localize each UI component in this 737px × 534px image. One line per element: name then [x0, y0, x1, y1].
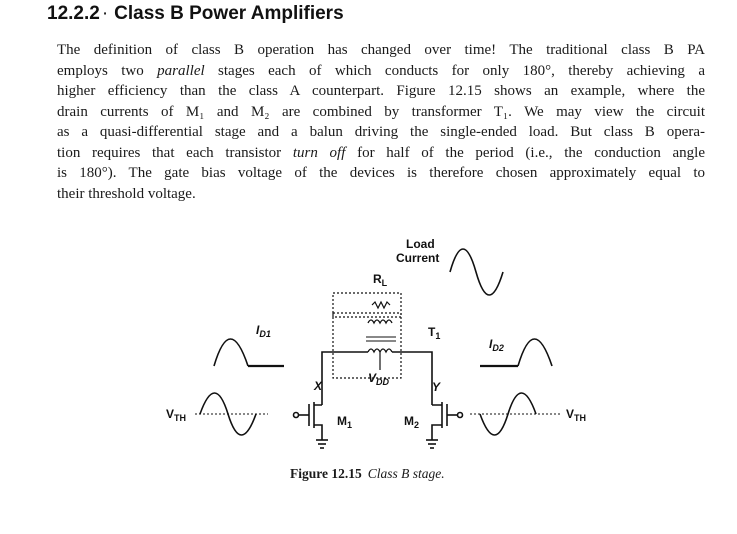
- transformer-secondary-coil: [367, 319, 393, 325]
- vdd-label: VDD: [368, 371, 390, 387]
- paragraph-line: as a quasi-differential stage and a balu…: [57, 124, 705, 140]
- m1-drain-source: [314, 404, 323, 440]
- paragraph-line: tion requires that each transistor turn …: [57, 143, 705, 164]
- m1-gate-terminal: [292, 411, 300, 419]
- m2-drain-source: [431, 404, 442, 440]
- id1-label-sub: D1: [259, 329, 271, 339]
- load-current-waveform: [449, 248, 504, 296]
- body-paragraph: The definition of class B operation has …: [57, 40, 705, 204]
- vth-left-label: VTH: [166, 407, 186, 423]
- paragraph-line: employs two parallel stages each of whic…: [57, 61, 705, 82]
- primary-right-wire: [392, 351, 433, 405]
- text-run: employs two: [57, 62, 158, 79]
- id1-label-main: I: [256, 323, 260, 337]
- caption-text: Class B stage.: [367, 466, 445, 481]
- figure-caption: Figure 12.15 Class B stage.: [290, 466, 445, 482]
- paragraph-line: is 180°). The gate bias voltage of the d…: [57, 165, 705, 181]
- vth-right-label: VTH: [566, 407, 586, 423]
- id2-label-main: I: [489, 337, 493, 351]
- load-current-label-line1: Load: [406, 237, 435, 251]
- load-resistor-zigzag: [371, 300, 391, 310]
- m2-label-main: M: [404, 414, 414, 428]
- rl-label-sub: L: [382, 278, 388, 288]
- load-resistor-box: [332, 292, 402, 318]
- paragraph-line: their threshold voltage.: [57, 185, 196, 202]
- m2-gate-terminal: [456, 411, 464, 419]
- load-current-label-line2: Current: [396, 251, 439, 265]
- vth-right-sub: TH: [574, 413, 586, 423]
- primary-left-wire: [321, 351, 368, 405]
- emphasis-text: turn off: [292, 144, 346, 161]
- transformer-primary-coil: [367, 348, 393, 354]
- paragraph-line: The definition of class B operation has …: [57, 42, 705, 58]
- emphasis-text: parallel: [157, 62, 205, 79]
- text-run: stages each of which conducts for only 1…: [204, 62, 705, 79]
- id2-waveform: [517, 338, 553, 367]
- m2-label: M2: [404, 414, 419, 430]
- vth-left-sub: TH: [174, 413, 186, 423]
- paragraph-line: drain currents of M₁ and M₂ are combined…: [57, 103, 705, 120]
- vdd-label-sub: DD: [376, 377, 389, 387]
- t1-label-sub: 1: [435, 331, 440, 341]
- node-x-label: X: [313, 379, 323, 393]
- text-run: tion requires that each transistor: [57, 144, 293, 161]
- id2-label-sub: D2: [492, 343, 504, 353]
- m1-label-main: M: [337, 414, 347, 428]
- m2-label-sub: 2: [414, 420, 419, 430]
- vdd-label-main: V: [368, 371, 377, 385]
- text-run: for half of the period (i.e., the conduc…: [345, 144, 706, 161]
- section-number: 12.2.2: [47, 3, 100, 24]
- node-y-label: Y: [432, 380, 441, 394]
- id1-label: ID1: [256, 323, 271, 339]
- vth-left-main: V: [166, 407, 174, 421]
- m1-label: M1: [337, 414, 352, 430]
- heading-separator: ·: [101, 3, 109, 24]
- rl-label-main: R: [373, 272, 382, 286]
- id2-label: ID2: [489, 337, 504, 353]
- vth-right-main: V: [566, 407, 574, 421]
- t1-label: T1: [428, 325, 440, 341]
- paragraph-line: higher efficiency than the class A count…: [57, 83, 705, 99]
- transformer-box: [332, 312, 402, 379]
- rl-label: RL: [373, 272, 388, 288]
- t1-label-main: T: [428, 325, 436, 339]
- m1-label-sub: 1: [347, 420, 352, 430]
- caption-number: Figure 12.15: [290, 466, 362, 481]
- id1-waveform: [213, 338, 249, 367]
- section-heading: 12.2.2·Class B Power Amplifiers: [47, 3, 344, 25]
- section-title: Class B Power Amplifiers: [114, 3, 344, 24]
